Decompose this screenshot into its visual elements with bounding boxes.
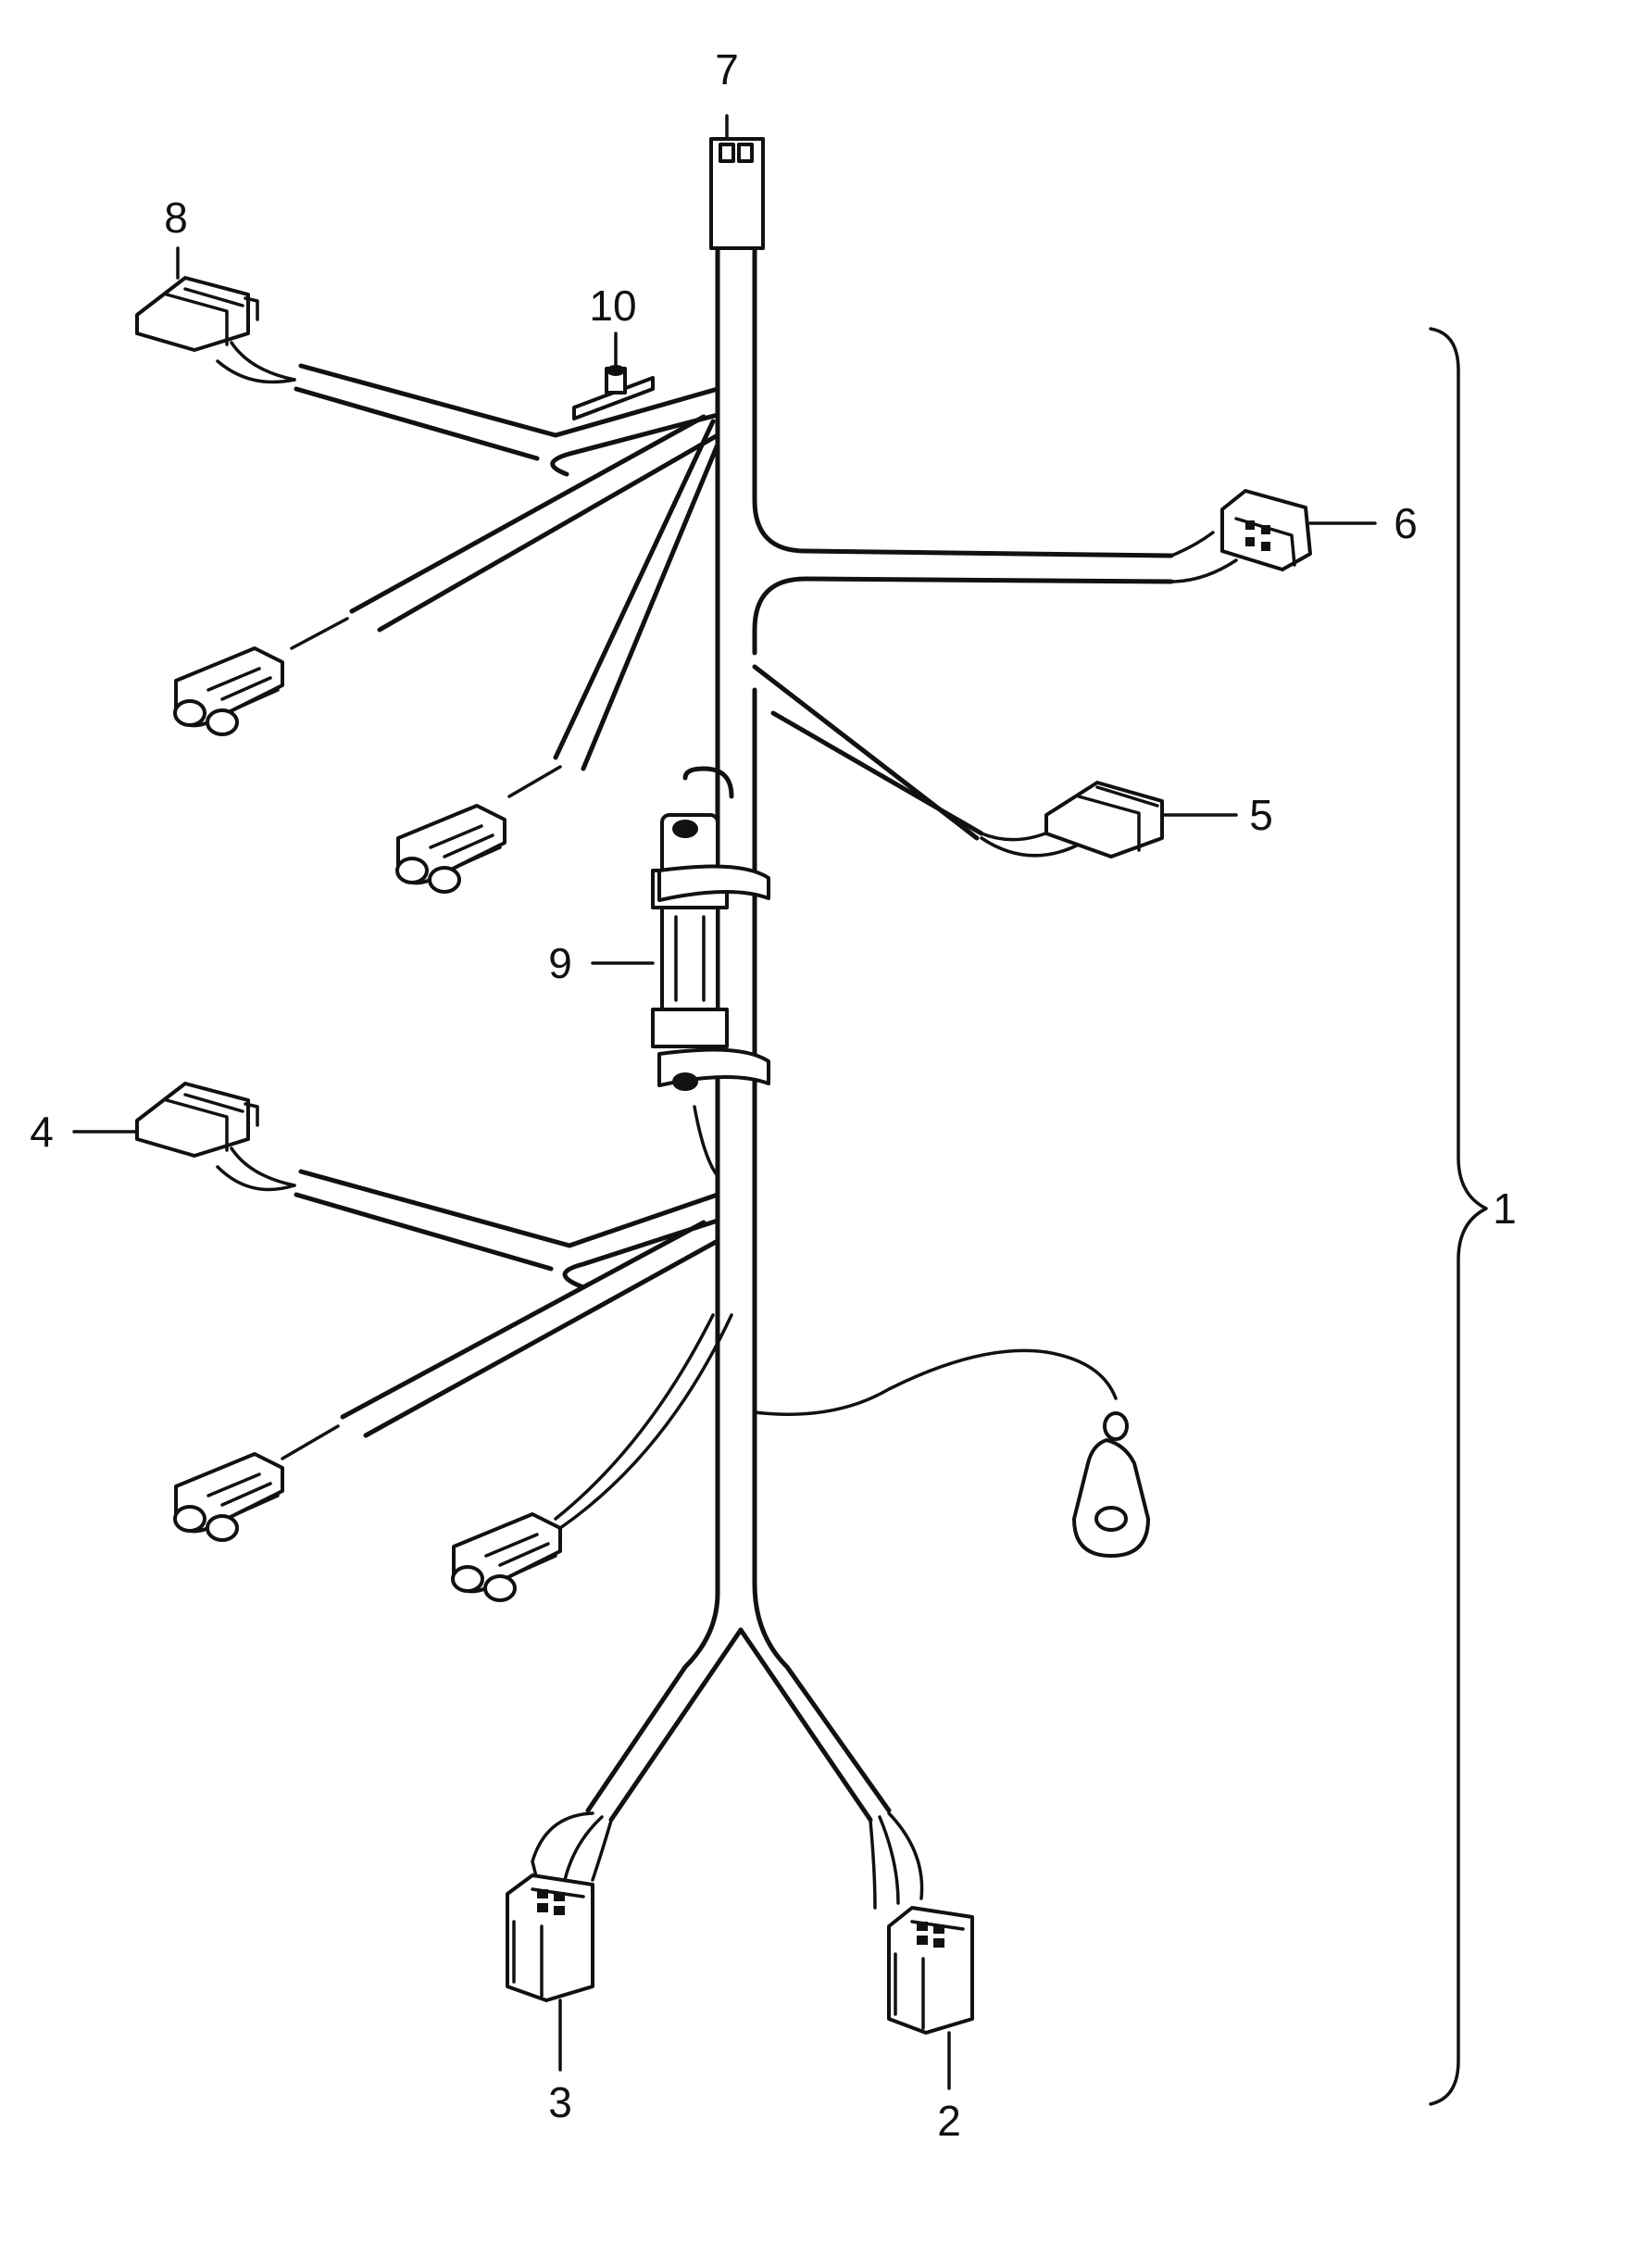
ring-terminal (753, 1348, 1150, 1558)
connector-7 (709, 137, 765, 250)
connector-3 (506, 1811, 613, 2002)
callout-1: 1 (1493, 1184, 1517, 1233)
callout-6: 6 (1394, 499, 1418, 547)
callout-10: 10 (589, 282, 637, 330)
connector-8 (135, 276, 259, 352)
terminal-lower-left-1 (173, 1452, 284, 1542)
connector-6 (1169, 489, 1312, 583)
leader-lines (72, 114, 1377, 2090)
relay-9 (651, 766, 770, 1091)
terminal-upper-left-2 (395, 804, 506, 894)
terminal-upper-left-1 (173, 646, 284, 736)
callout-5: 5 (1249, 791, 1273, 839)
callout-2: 2 (937, 2097, 961, 2145)
brace-1 (1429, 327, 1488, 2106)
callout-7: 7 (715, 45, 739, 94)
callout-9: 9 (548, 939, 572, 987)
clip-10 (572, 365, 655, 420)
terminal-lower-left-2 (451, 1512, 562, 1602)
connector-5 (980, 781, 1164, 858)
connector-2 (869, 1811, 974, 2035)
connector-4 (135, 1082, 259, 1158)
callout-4: 4 (30, 1108, 54, 1156)
upper-left-branches (216, 341, 720, 798)
lower-left-branches (216, 1105, 733, 1530)
callout-3: 3 (548, 2078, 572, 2126)
callout-8: 8 (164, 194, 188, 242)
